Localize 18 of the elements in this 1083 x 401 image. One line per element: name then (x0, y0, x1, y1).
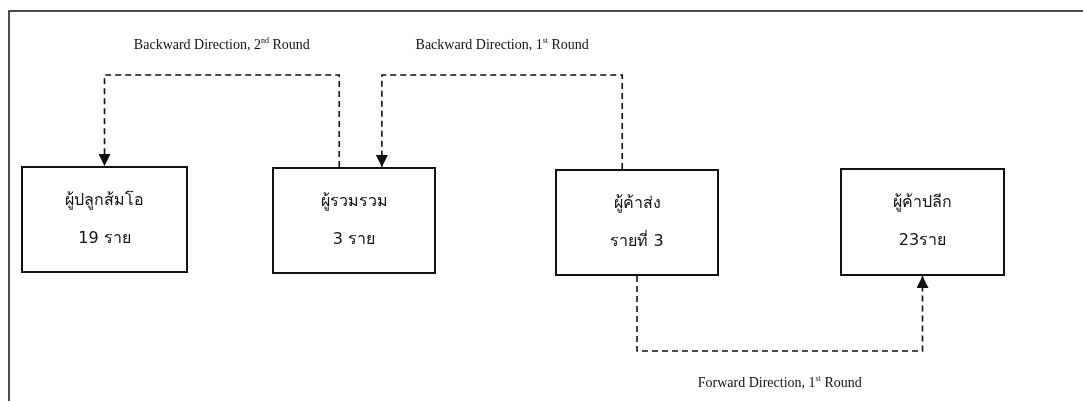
edge-label: Backward Direction, 2$^{nd}$ Round (131, 35, 312, 53)
actor-count: 23ราย (898, 230, 947, 250)
actor-count: รายที่ 3 (610, 231, 664, 251)
edge-label: Forward Direction, 1$^{st}$ Round (695, 373, 864, 391)
actor-box (272, 167, 436, 274)
dashed-arrow (636, 275, 929, 352)
actor-name: ผู้ปลูกส้มโอ (65, 190, 144, 210)
dashed-arrow (98, 74, 341, 168)
actor-box (840, 168, 1005, 276)
actor-box (555, 169, 719, 276)
actor-count: 19 ราย (78, 228, 131, 248)
actor-count: 3 ราย (332, 229, 376, 249)
actor-name: ผู้ค้าส่ง (613, 193, 661, 213)
dashed-arrow (375, 74, 624, 170)
edge-label: Backward Direction, 1$^{st}$ Round (413, 35, 591, 53)
actor-name: ผู้ค้าปลีก (893, 192, 952, 212)
actor-name: ผู้รวมรวม (320, 191, 388, 211)
actor-box (21, 166, 188, 273)
